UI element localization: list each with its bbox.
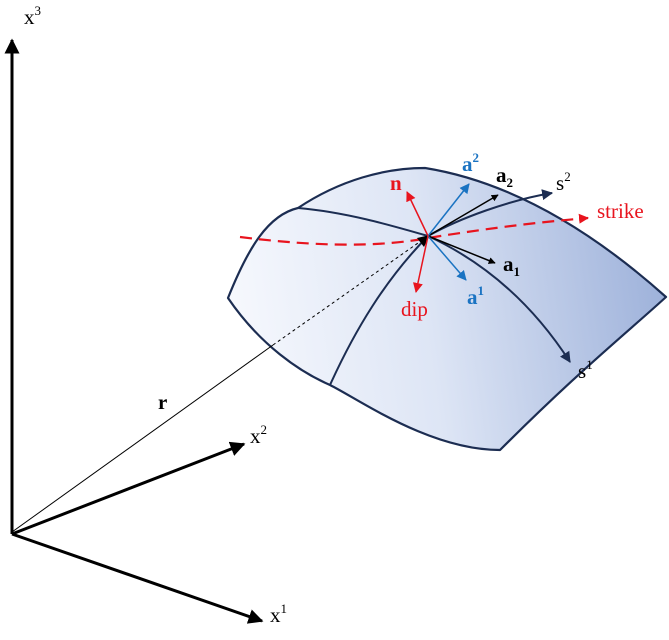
s1-label: s1 [578,357,593,383]
x2-axis-label: x2 [250,422,267,448]
s2-label: s2 [556,169,571,195]
a-sup-2-label: a2 [462,150,479,176]
dip-label: dip [401,297,428,321]
x1-axis-label: x1 [270,601,287,627]
strike-curve [239,213,589,246]
surface-patch [226,166,668,452]
a-sub-1-arrow [427,235,496,264]
strike-label: strike [597,199,644,223]
a-sup-1-arrow [427,235,467,281]
dip-arrow [412,235,429,293]
a-sub-2-arrow [427,194,499,237]
surface-grid-line-lower [329,235,429,386]
normal-arrow [406,191,429,237]
position-vector [11,344,274,533]
x2-axis [11,441,246,536]
position-vector-arrowhead [417,235,430,247]
surface-grid-line-upper [297,207,429,237]
a-sub-1-label: a1 [503,252,520,279]
x3-axis-label: x3 [24,3,41,29]
position-vector-hidden [272,235,429,346]
x1-axis [11,532,264,624]
normal-label: n [390,171,402,195]
a-sup-2-arrow [427,183,470,237]
a-sub-2-label: a2 [496,163,513,190]
s1-curve [427,235,571,363]
a-sup-1-label: a1 [467,283,484,309]
position-vector-label: r [158,390,167,414]
